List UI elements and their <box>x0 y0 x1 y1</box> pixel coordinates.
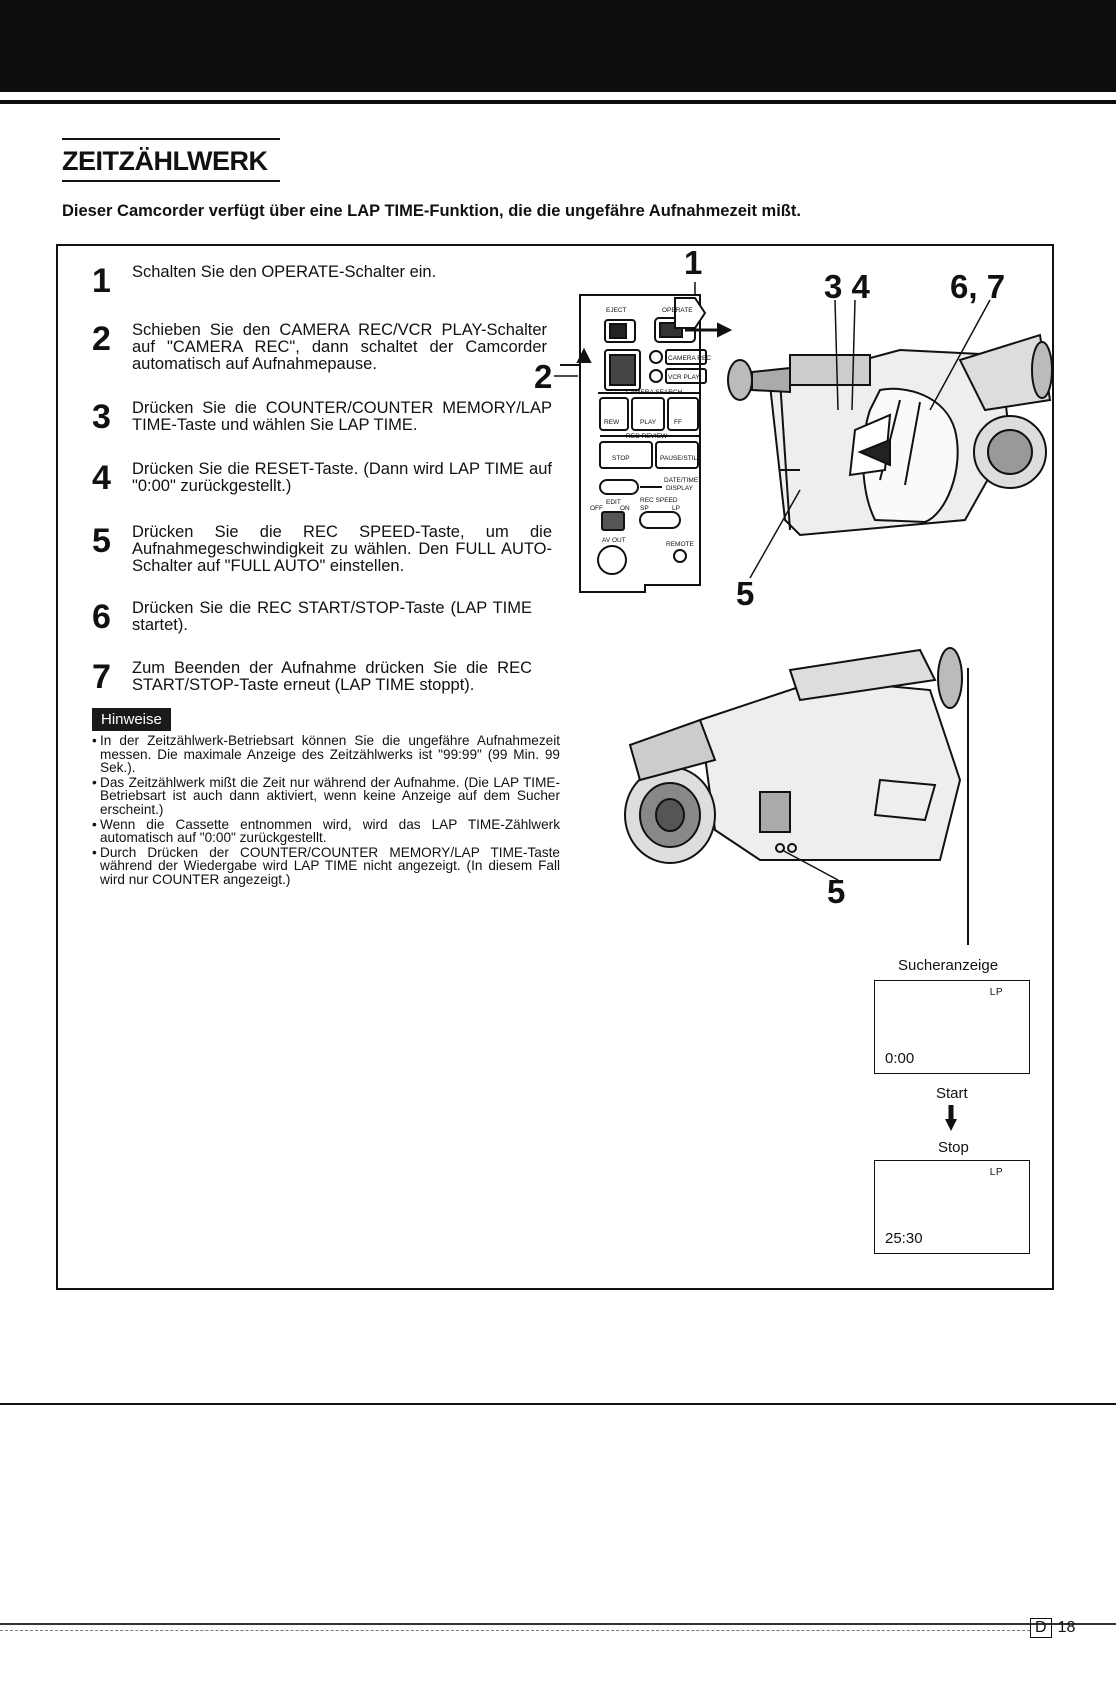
intro-text: Dieser Camcorder verfügt über eine LAP T… <box>62 202 801 220</box>
callout-5-bottom: 5 <box>827 873 846 910</box>
step-text: Drücken Sie die REC START/STOP-Taste (LA… <box>132 599 532 634</box>
step-text: Drücken Sie die COUNTER/COUNTER MEMORY/L… <box>132 399 552 434</box>
callout-6-7: 6, 7 <box>950 268 1006 305</box>
step-number: 4 <box>92 459 111 497</box>
page-title: ZEITZÄHLWERK <box>62 146 268 176</box>
page-number: D 18 <box>1030 1618 1075 1638</box>
step-number: 3 <box>92 398 111 436</box>
title-underline <box>62 180 280 182</box>
viewfinder-display-start: LP 0:00 <box>874 980 1030 1074</box>
header-band <box>0 0 1116 92</box>
step-number: 1 <box>92 262 111 300</box>
step-text: Drücken Sie die REC SPEED-Taste, um die … <box>132 523 552 575</box>
viewfinder-display-stop: LP 25:30 <box>874 1160 1030 1254</box>
start-label: Start <box>936 1085 968 1102</box>
header-rule <box>0 100 1116 104</box>
step-text: Schieben Sie den CAMERA REC/VCR PLAY-Sch… <box>132 321 547 373</box>
callout-2: 2 <box>534 358 553 395</box>
arrow-down-icon <box>945 1105 957 1131</box>
language-code: D <box>1030 1618 1052 1638</box>
viewfinder-time: 0:00 <box>885 1050 915 1067</box>
step-number: 7 <box>92 658 111 696</box>
note-item: Durch Drücken der COUNTER/COUNTER MEMORY… <box>92 845 560 887</box>
viewfinder-label: Sucheranzeige <box>898 957 999 974</box>
footer-rule <box>0 1623 1116 1625</box>
note-item: Wenn die Cassette entnommen wird, wird d… <box>92 817 560 845</box>
step-text: Schalten Sie den OPERATE-Schalter ein. <box>132 263 437 281</box>
step-number: 2 <box>92 320 111 358</box>
stop-label: Stop <box>938 1139 969 1156</box>
step-number: 5 <box>92 522 111 560</box>
footer-dotted-rule <box>0 1630 1030 1632</box>
page-number-value: 18 <box>1057 1619 1076 1636</box>
callout-1: 1 <box>684 244 703 281</box>
notes-list: In der Zeitzählwerk-Betriebsart können S… <box>92 734 560 888</box>
callout-5-top: 5 <box>736 575 755 612</box>
step-text: Zum Beenden der Aufnahme drücken Sie die… <box>132 659 532 694</box>
note-item: Das Zeitzählwerk mißt die Zeit nur währe… <box>92 776 560 817</box>
viewfinder-time: 25:30 <box>885 1230 923 1247</box>
viewfinder-lp: LP <box>989 987 1003 998</box>
callout-3-4: 3 4 <box>824 268 870 305</box>
viewfinder-lp: LP <box>989 1167 1003 1178</box>
content-frame <box>56 244 1054 1290</box>
title-overline <box>62 138 280 140</box>
step-number: 6 <box>92 598 111 636</box>
bottom-rule <box>0 1403 1116 1405</box>
notes-badge: Hinweise <box>92 708 171 731</box>
step-text: Drücken Sie die RESET-Taste. (Dann wird … <box>132 460 552 495</box>
note-item: In der Zeitzählwerk-Betriebsart können S… <box>92 734 560 775</box>
